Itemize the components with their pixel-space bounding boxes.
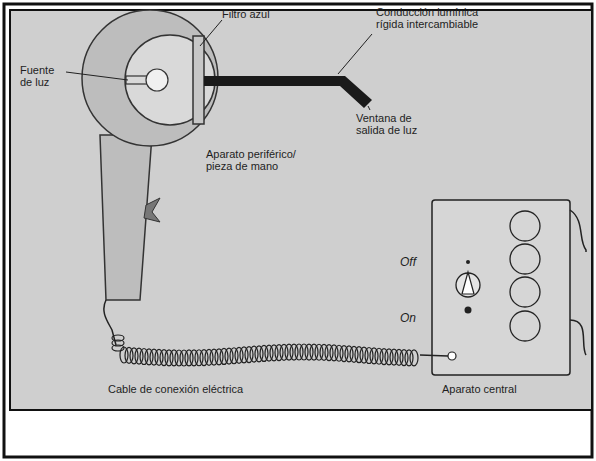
lamp-socket [126,76,148,84]
trigger [144,198,160,222]
part-label: Conducción lumínica rígida intercambiabl… [376,6,506,30]
part-label: Filtro azul [222,8,302,20]
off-dot [466,260,470,264]
light-source [146,69,168,91]
handpiece-head [82,10,218,146]
outer-frame [4,4,592,457]
cable-socket [448,352,456,360]
leader-line [338,34,372,74]
button [510,277,540,307]
part-label: Ventana de salida de luz [356,112,436,136]
button [510,211,540,241]
button [510,244,540,274]
coil-cable [112,335,418,366]
leader-line [368,106,370,110]
reflector [125,35,215,125]
part-label: On [400,312,430,324]
part-label: Aparato central [442,383,562,395]
part-label: Off [400,256,430,268]
blue-filter [193,36,204,124]
light-guide [204,76,372,108]
switch-knob [456,273,480,297]
grey-panel [10,10,592,410]
part-label: Fuente de luz [20,64,66,88]
central-unit [432,200,570,375]
leader-line [66,72,128,80]
part-label: Cable de conexión eléctrica [108,383,308,395]
on-dot [465,307,472,314]
power-cable [570,210,586,355]
part-label: Aparato periférico/ pieza de mano [206,148,316,172]
button [510,311,540,341]
coil-winding [112,345,124,351]
coil-winding [410,350,418,366]
switch-pointer [462,272,474,294]
leader-line [200,20,222,46]
